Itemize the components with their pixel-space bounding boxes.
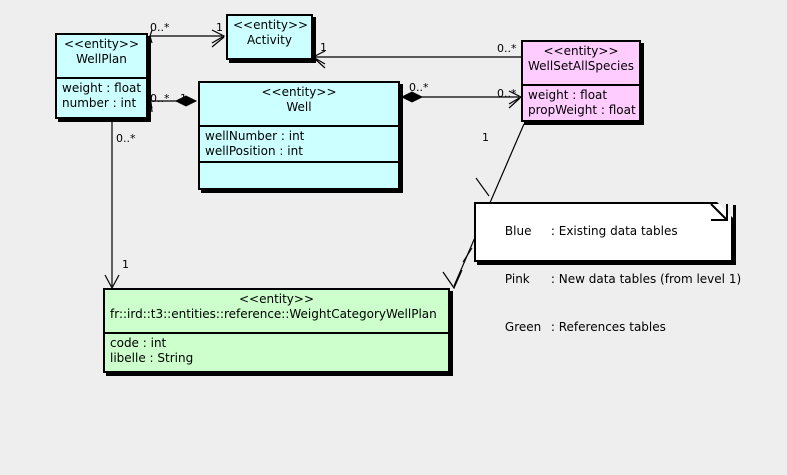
attribute: wellNumber : int [205, 129, 305, 143]
edge-well-wellsetallspecies [400, 90, 523, 109]
attribute: weight : float [528, 88, 608, 102]
class-wellplan-attributes: weight : float number : int [57, 77, 146, 114]
legend-key: Pink [504, 272, 530, 286]
class-weightcategorywellplan-stereotype: <<entity>> [238, 292, 315, 306]
class-wellsetallspecies-attributes: weight : float propWeight : float [523, 84, 639, 121]
class-activity-header: <<entity>> Activity [228, 16, 311, 58]
class-weightcategorywellplan[interactable]: <<entity>> fr::ird::t3::entities::refere… [103, 288, 450, 373]
class-weightcategorywellplan-name: fr::ird::t3::entities::reference::Weight… [110, 307, 437, 321]
class-well-attributes: wellNumber : int wellPosition : int [200, 125, 398, 161]
attribute: code : int [110, 336, 167, 350]
attribute: libelle : String [110, 351, 194, 365]
class-activity-stereotype: <<entity>> [233, 18, 309, 32]
attribute: propWeight : float [528, 103, 636, 117]
legend-note-body: Blue: Existing data tables Pink: New dat… [476, 204, 741, 355]
legend-key: Blue [504, 224, 532, 238]
multiplicity-well-wellsetallspecies-target: 0..* [497, 87, 517, 100]
attribute: wellPosition : int [205, 144, 303, 158]
class-weightcategorywellplan-header: <<entity>> fr::ird::t3::entities::refere… [105, 290, 448, 332]
multiplicity-activity-wellsetallspecies-source: 1 [320, 41, 327, 54]
class-wellsetallspecies-header: <<entity>> WellSetAllSpecies [523, 42, 639, 84]
multiplicity-wellplan-well-target: 1 [180, 92, 187, 105]
class-wellsetallspecies[interactable]: <<entity>> WellSetAllSpecies weight : fl… [521, 40, 641, 122]
class-weightcategorywellplan-attributes: code : int libelle : String [105, 332, 448, 369]
legend-sep: : [550, 272, 559, 286]
edge-wellplan-weightcategory [104, 120, 120, 290]
class-wellsetallspecies-name: WellSetAllSpecies [528, 59, 634, 73]
multiplicity-activity-wellsetallspecies-target: 0..* [497, 42, 517, 55]
legend-sep: : [550, 320, 559, 334]
multiplicity-wellplan-activity-target: 1 [216, 21, 223, 34]
legend-row: Green: References tables [482, 303, 725, 351]
edge-wellsetallspecies-activity [311, 50, 521, 69]
multiplicity-wellsetallspecies-weightcategory-source: 1 [482, 131, 489, 144]
legend-row: Pink: New data tables (from level 1) [482, 255, 741, 303]
legend-text: New data tables (from level 1) [558, 272, 742, 286]
edge-wellplan-activity [149, 29, 226, 48]
legend-text: References tables [558, 320, 666, 334]
legend-note: Blue: Existing data tables Pink: New dat… [474, 202, 741, 334]
multiplicity-well-wellsetallspecies-source: 0..* [409, 81, 429, 94]
multiplicity-wellplan-weightcategory-source: 0..* [116, 132, 136, 145]
legend-sep: : [550, 224, 559, 238]
attribute: weight : float [62, 81, 142, 95]
note-anchor-lines [462, 177, 490, 263]
legend-row: Blue: Existing data tables [482, 207, 725, 255]
class-well-stereotype: <<entity>> [261, 85, 337, 99]
class-well[interactable]: <<entity>> Well wellNumber : int wellPos… [198, 81, 400, 190]
class-well-name: Well [286, 100, 312, 114]
multiplicity-wellplan-well-source: 0..* [150, 92, 170, 105]
edge-wellplan-well [149, 94, 198, 113]
class-wellplan-stereotype: <<entity>> [63, 37, 140, 51]
class-wellplan-header: <<entity>> WellPlan [57, 35, 146, 77]
attribute: number : int [62, 96, 137, 110]
class-wellplan[interactable]: <<entity>> WellPlan weight : float numbe… [55, 33, 148, 119]
class-well-header: <<entity>> Well [200, 83, 398, 125]
class-activity[interactable]: <<entity>> Activity [226, 14, 313, 60]
legend-key: Green [504, 320, 542, 334]
class-wellplan-name: WellPlan [76, 52, 127, 66]
class-activity-name: Activity [247, 33, 292, 47]
multiplicity-wellplan-activity-source: 0..* [150, 21, 170, 34]
class-wellsetallspecies-stereotype: <<entity>> [543, 44, 619, 58]
class-well-operations [200, 161, 398, 188]
multiplicity-wellplan-weightcategory-target: 1 [122, 258, 129, 271]
legend-text: Existing data tables [558, 224, 678, 238]
